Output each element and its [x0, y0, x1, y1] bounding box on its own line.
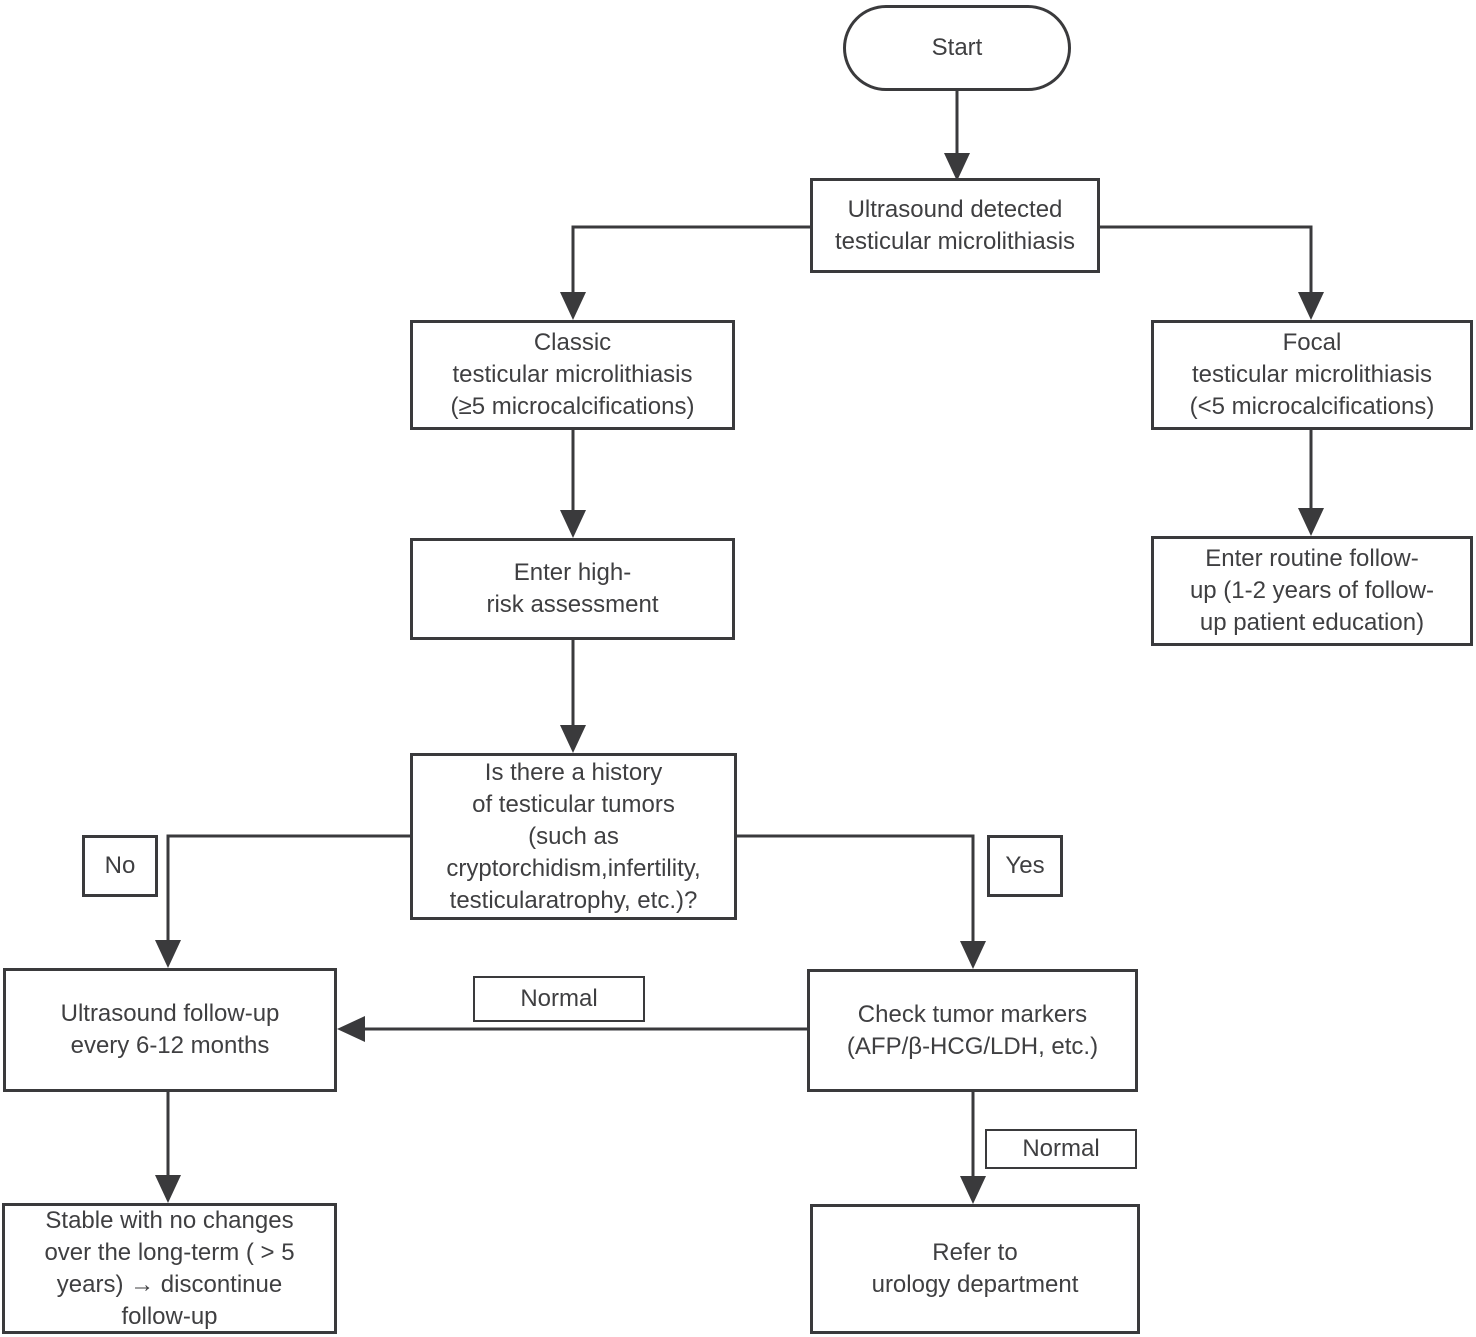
- node-high-risk-assessment: Enter high- risk assessment: [410, 538, 735, 640]
- node-classic-microlithiasis: Classic testicular microlithiasis (≥5 mi…: [410, 320, 735, 430]
- arrowhead-check-markers: [960, 941, 986, 969]
- node-focal-microlithiasis: Focal testicular microlithiasis (<5 micr…: [1151, 320, 1473, 430]
- arrowhead-ultrasound: [944, 153, 970, 181]
- arrowhead-refer: [960, 1176, 986, 1204]
- node-start: Start: [843, 5, 1071, 91]
- node-check-tumor-markers: Check tumor markers (AFP/β-HCG/LDH, etc.…: [807, 969, 1138, 1092]
- connector-ultrasound-to-classic: [571, 225, 810, 294]
- arrowhead-decision: [560, 725, 586, 753]
- node-ultrasound-detected: Ultrasound detected testicular microlith…: [810, 178, 1100, 273]
- edge-label-normal-right: Normal: [985, 1129, 1137, 1169]
- connector-ultrasound-to-focal: [1100, 225, 1313, 294]
- edge-label-yes: Yes: [987, 835, 1063, 897]
- node-refer-urology: Refer to urology department: [810, 1204, 1140, 1334]
- node-history-question: Is there a history of testicular tumors …: [410, 753, 737, 920]
- edge-label-normal-left: Normal: [473, 976, 645, 1022]
- connector-decision-yes: [737, 834, 975, 943]
- arrowhead-classic: [560, 292, 586, 320]
- arrowhead-highrisk: [560, 510, 586, 538]
- arrowhead-focal: [1298, 292, 1324, 320]
- arrowhead-us-followup-left: [337, 1016, 365, 1042]
- arrowhead-routine: [1298, 508, 1324, 536]
- node-routine-followup: Enter routine follow- up (1-2 years of f…: [1151, 536, 1473, 646]
- arrowhead-stable: [155, 1175, 181, 1203]
- node-ultrasound-followup: Ultrasound follow-up every 6-12 months: [3, 968, 337, 1092]
- arrowhead-us-followup: [155, 940, 181, 968]
- edge-label-no: No: [82, 835, 158, 897]
- node-stable-discontinue: Stable with no changes over the long-ter…: [2, 1203, 337, 1334]
- connector-decision-no: [166, 834, 410, 942]
